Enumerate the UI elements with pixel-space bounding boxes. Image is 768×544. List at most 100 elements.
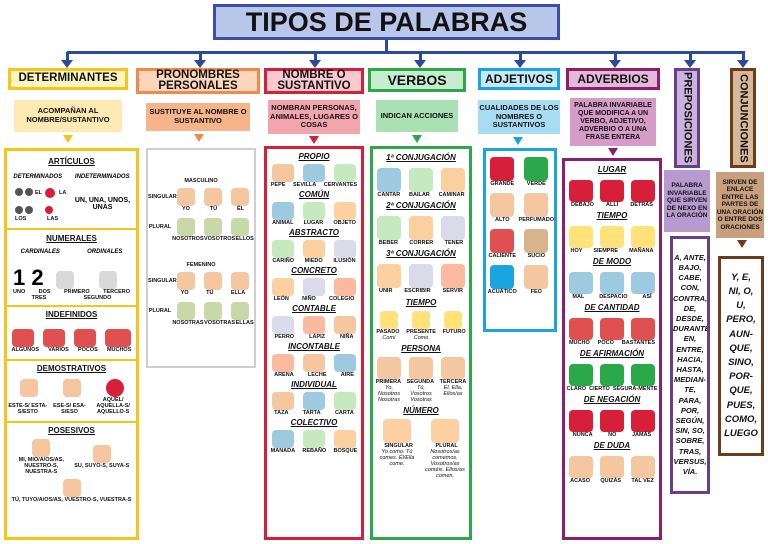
word-ella: ELLA [230, 290, 246, 296]
branch-line [419, 52, 422, 62]
adverbio-icon [599, 272, 624, 294]
word-label: ALLÍ [606, 202, 619, 208]
adjetivo-item: ALTO [486, 193, 519, 223]
tomatoes-icon [42, 329, 65, 347]
word-el: EL [35, 190, 43, 196]
adverbios-desc: PALABRA INVARIABLE QUE MODIFICA A UN VER… [570, 98, 656, 146]
adverbio-icon [631, 226, 656, 248]
group-icon [203, 302, 222, 320]
word-label: LEÓN [273, 296, 289, 302]
picto-row [565, 314, 659, 340]
word-algunos: ALGUNOS [11, 347, 40, 353]
determinantes-panel: ARTÍCULOS DETERMINADOS INDETERMINADOS EL… [4, 148, 139, 540]
preposicion-word: SIN, SO, [675, 426, 705, 436]
ordinales-label: ORDINALES [87, 249, 123, 255]
person-icon [62, 479, 81, 497]
word-yo: YO [181, 206, 190, 212]
word-label: JAMÁS [631, 432, 652, 438]
word-label: TERCERA [439, 379, 467, 385]
picto-row [565, 452, 659, 478]
adverbio-icon [631, 410, 656, 432]
picto-row [565, 360, 659, 386]
word-label: ACUÁTICO [487, 289, 517, 295]
preposicion-word: CONTRA, [673, 293, 708, 303]
picto-icon [302, 278, 325, 296]
adjetivos-header: ADJETIVOS [478, 68, 560, 90]
preposiciones-panel: A, ANTE,BAJO,CABE,CON,CONTRA,DE,DESDE,DU… [670, 236, 710, 494]
adjetivo-item: VERDE [519, 157, 554, 187]
group-icon [231, 302, 250, 320]
adverbios-negacion-title: DE NEGACIÓN [583, 395, 641, 404]
word-label: SEGURA-MENTE [612, 386, 658, 392]
adverbio-icon [631, 272, 656, 294]
nombre-comun-title: COMÚN [298, 190, 330, 199]
picto-icon [271, 278, 294, 296]
conjuncion-word: QUE, [729, 385, 753, 397]
adjetivo-icon [524, 229, 549, 253]
adverbios-duda-title: DE DUDA [593, 441, 631, 450]
arrow-icon [194, 60, 206, 68]
arrow-down-icon [737, 240, 747, 248]
arrow-icon [684, 60, 696, 68]
person-icon [203, 272, 222, 290]
adjetivo-icon [524, 157, 549, 181]
word-label: TENER [444, 240, 464, 246]
word-nosotras: NOSOTRAS [172, 320, 204, 326]
preposicion-word: VÍA. [682, 467, 698, 477]
adverbio-icon [568, 226, 593, 248]
conjuncion-word: NI, O, [728, 285, 754, 297]
conjuncion-word: PERO, [726, 314, 756, 326]
word-label: CANTAR [377, 192, 401, 198]
word-label: MAÑANA [629, 248, 654, 254]
word-este: ESTE-S/ ESTA-S/ESTO [8, 403, 48, 415]
preposiciones-header: PREPOSICIONES [674, 68, 700, 168]
picto-icon [302, 164, 325, 182]
preposicion-word: EN, [683, 334, 697, 344]
verbos-persona-title: PERSONA [401, 344, 441, 353]
word-label: MAL [572, 294, 585, 300]
word-label: ARENA [274, 372, 294, 378]
indeterminados-words: UN, UNA, UNOS, UNAS [74, 197, 131, 211]
word-pocos: POCOS [77, 347, 98, 353]
picto-icon [302, 392, 325, 410]
arrow-down-icon [194, 134, 204, 142]
arrow-icon [737, 60, 749, 68]
demostrativos-title: DEMOSTRATIVOS [7, 359, 136, 373]
sun-calendar-icon [380, 311, 398, 329]
arrow-icon [514, 60, 526, 68]
eating-icon [431, 419, 459, 443]
picto-row [373, 164, 469, 192]
picto-icon [271, 164, 294, 182]
verbos-conj1-title: 1ª CONJUGACIÓN [386, 153, 456, 162]
picto-icon [334, 354, 357, 372]
adverbio-icon [599, 456, 624, 478]
picto-row [373, 309, 469, 329]
picto-icon [271, 316, 294, 334]
word-label: SUCIO [527, 253, 545, 259]
word-label: AIRE [340, 372, 354, 378]
word-aquel: AQUEL/ AQUELLA-S/ AQUELLO-S [96, 397, 130, 415]
picto-icon [334, 164, 357, 182]
example-row: Yo como. Tú comes. Él/Ella come.Nosotros… [373, 449, 469, 479]
word-label: ACASO [570, 478, 591, 484]
word-label: ALTO [495, 217, 510, 223]
nombre-contable-title: CONTABLE [292, 304, 336, 313]
adverbio-icon [568, 456, 593, 478]
preposicion-word: SEGÚN, [675, 416, 705, 426]
example-label: Yo, Nosotros Nosotras [377, 385, 400, 403]
preposicion-word: HACIA, [677, 354, 703, 364]
adverbio-icon [631, 364, 656, 386]
action-icon [441, 216, 465, 240]
